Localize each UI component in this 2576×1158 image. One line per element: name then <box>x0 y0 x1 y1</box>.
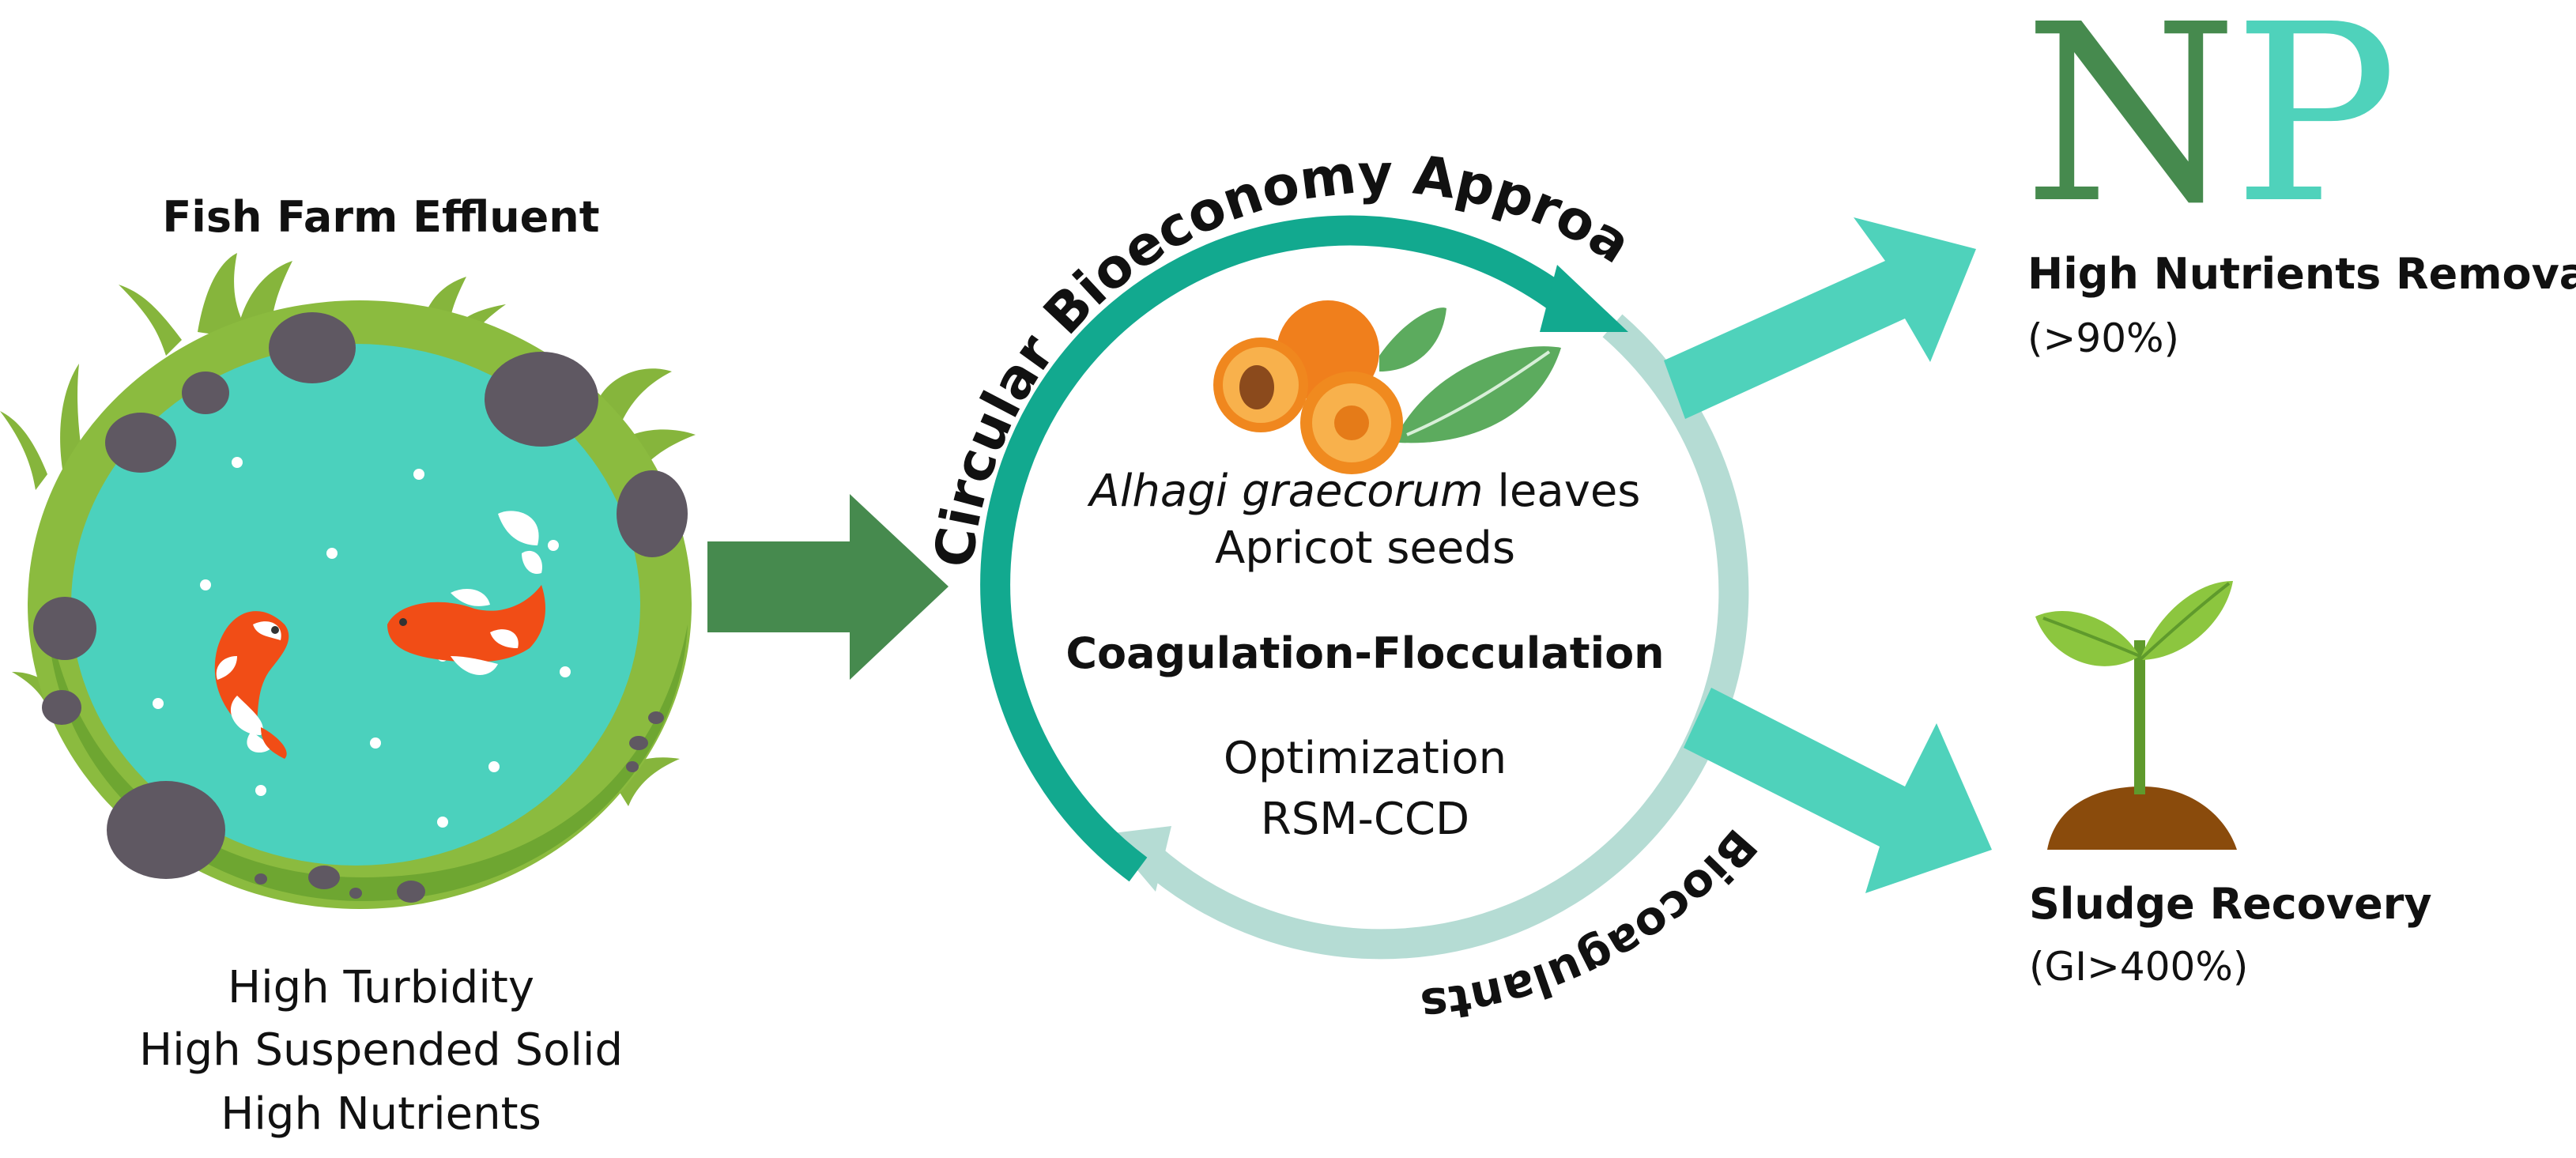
sludge-title: Sludge Recovery <box>2029 879 2432 929</box>
cycle-arrowhead-dark <box>1540 265 1628 332</box>
cycle-diagram <box>980 215 1749 960</box>
output-arrow-sludge <box>1684 688 1992 893</box>
input-arrow <box>707 494 949 680</box>
pond-illustration <box>0 253 696 909</box>
removal-title: High Nutrients Removal <box>2027 249 2576 299</box>
logo-n: N <box>2023 0 2238 258</box>
pond-line-2: High Suspended Solid <box>139 1024 623 1076</box>
sludge-value: (GI>400%) <box>2029 944 2248 990</box>
pond-title: Fish Farm Effluent <box>162 192 599 242</box>
apricot-icon <box>1213 300 1561 474</box>
rocks <box>33 312 688 903</box>
sprout-icon <box>2035 581 2237 850</box>
seeds-label: Apricot seeds <box>1215 522 1515 574</box>
output-arrow-nutrients <box>1664 217 1976 419</box>
method-label: RSM-CCD <box>1261 794 1469 845</box>
process-label: Coagulation-Flocculation <box>1065 628 1664 678</box>
removal-value: (>90%) <box>2027 315 2179 361</box>
pond-line-1: High Turbidity <box>228 962 534 1013</box>
koi-fish-icon <box>214 611 289 759</box>
pond-line-3: High Nutrients <box>221 1088 541 1140</box>
optimization-label: Optimization <box>1224 733 1507 784</box>
species-label: Alhagi graecorum leaves <box>1088 466 1641 517</box>
logo-p: P <box>2233 0 2398 258</box>
koi-fish-icon <box>387 511 545 675</box>
